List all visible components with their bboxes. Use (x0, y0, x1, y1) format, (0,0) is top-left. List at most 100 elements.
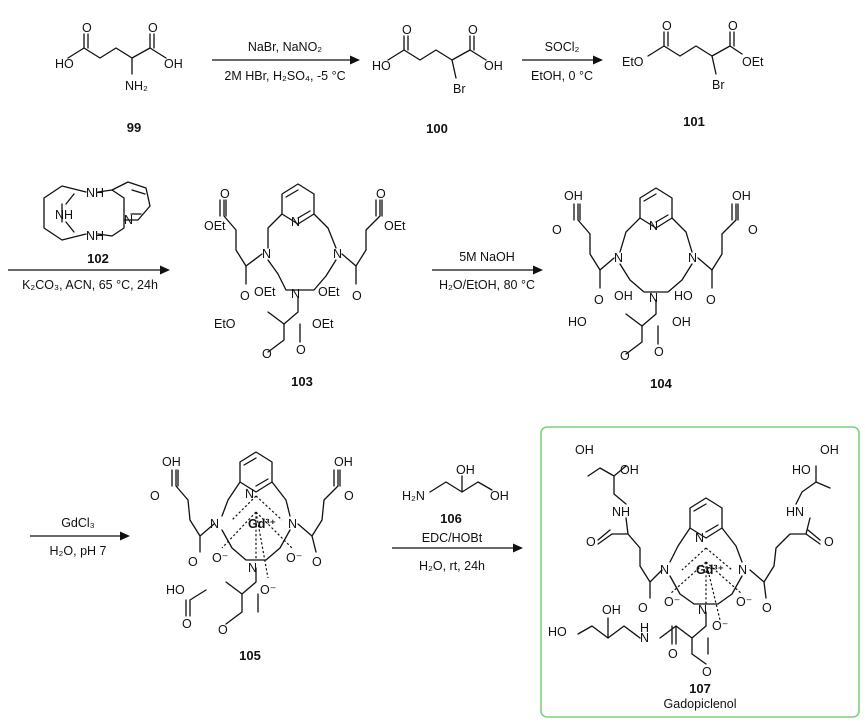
atom-o: O (728, 19, 738, 33)
atom-oh: OH (490, 489, 509, 503)
atom-oh: OH (164, 57, 183, 71)
atom-n: N (210, 517, 219, 531)
atom-ho: HO (792, 463, 811, 477)
atom-n: N (660, 563, 669, 577)
atom-oh: OH (820, 443, 839, 457)
reagents-step-2: SOCl₂ (545, 40, 580, 54)
atom-o: O (668, 647, 678, 661)
atom-o-minus: O⁻ (664, 595, 680, 609)
atom-ho: HO (166, 583, 185, 597)
compound-100: O O HO OH Br 100 (372, 23, 503, 136)
atom-o: O (402, 23, 412, 37)
atom-o: O (654, 345, 664, 359)
atom-oh: OH (456, 463, 475, 477)
atom-o-minus: O⁻ (260, 583, 276, 597)
atom-o: O (662, 19, 672, 33)
atom-o: O (376, 187, 386, 201)
atom-ho: HO (568, 315, 587, 329)
atom-n: N (649, 291, 658, 305)
atom-o: O (240, 289, 250, 303)
compound-107: N N N N Gd³⁺ OH OH NH O OH HO HN O O O⁻ … (548, 443, 839, 711)
product-highlight-box (540, 426, 860, 718)
reagents-step-4: 5M NaOH (459, 250, 515, 264)
atom-ho: HO (372, 59, 391, 73)
atom-n: N (640, 631, 649, 645)
atom-ho: HO (674, 289, 693, 303)
atom-nh2: NH₂ (125, 79, 148, 93)
compound-101: O O EtO OEt Br 101 (622, 19, 764, 129)
atom-o: O (82, 21, 92, 35)
atom-oet: OEt (312, 317, 334, 331)
conditions-step-6: H₂O, rt, 24h (419, 559, 485, 573)
atom-o-minus: O⁻ (712, 619, 728, 633)
atom-o: O (552, 223, 562, 237)
reaction-arrow-6: EDC/HOBt H₂O, rt, 24h (392, 531, 523, 573)
compound-103: N N N N O OEt O OEt O OEt O OEt EtO O OE… (204, 183, 406, 389)
conditions-step-4: H₂O/EtOH, 80 °C (439, 278, 535, 292)
atom-n: N (291, 287, 300, 301)
compound-104: N N N N OH O OH O O OH O HO HO O OH O 10… (552, 187, 758, 391)
atom-h: H (640, 621, 649, 635)
atom-n: N (614, 251, 623, 265)
atom-o: O (150, 489, 160, 503)
reaction-arrow-3: K₂CO₃, ACN, 65 °C, 24h (8, 265, 170, 292)
atom-oh: OH (620, 463, 639, 477)
compound-label-101: 101 (683, 114, 705, 129)
atom-eto: EtO (214, 317, 236, 331)
reaction-arrow-2: SOCl₂ EtOH, 0 °C (522, 40, 603, 83)
atom-oh: OH (575, 443, 594, 457)
atom-oh: OH (614, 289, 633, 303)
atom-oh: OH (672, 315, 691, 329)
atom-o: O (188, 555, 198, 569)
atom-oh: OH (334, 455, 353, 469)
atom-o-minus: O⁻ (286, 551, 302, 565)
compound-label-100: 100 (426, 121, 448, 136)
reaction-arrow-5: GdCl₃ H₂O, pH 7 (30, 516, 130, 558)
atom-oet: OEt (318, 285, 340, 299)
atom-oet: OEt (254, 285, 276, 299)
atom-o: O (218, 623, 228, 637)
compound-label-107: 107 (689, 681, 711, 696)
compound-102: NH NH NH N 102 (43, 181, 151, 266)
atom-o: O (352, 289, 362, 303)
compound-label-102: 102 (87, 251, 109, 266)
atom-n: N (291, 215, 300, 229)
atom-n: N (333, 247, 342, 261)
compound-label-99: 99 (127, 120, 141, 135)
atom-n: N (124, 213, 133, 227)
reagents-step-5: GdCl₃ (61, 516, 95, 530)
atom-oet: OEt (204, 219, 226, 233)
atom-o-minus: O⁻ (736, 595, 752, 609)
atom-o: O (344, 489, 354, 503)
compound-label-106: 106 (440, 511, 462, 526)
atom-oet: OEt (742, 55, 764, 69)
conditions-step-3: K₂CO₃, ACN, 65 °C, 24h (22, 278, 158, 292)
atom-oet: OEt (384, 219, 406, 233)
atom-o: O (824, 535, 834, 549)
atom-oh: OH (732, 189, 751, 203)
atom-oh: OH (484, 59, 503, 73)
atom-n: N (262, 247, 271, 261)
gadolinium-ion: Gd³⁺ (248, 517, 276, 531)
atom-o: O (594, 293, 604, 307)
atom-nh: NH (86, 229, 104, 243)
atom-n: N (695, 531, 704, 545)
atom-br: Br (712, 78, 725, 92)
atom-o: O (586, 535, 596, 549)
conditions-step-2: EtOH, 0 °C (531, 69, 593, 83)
atom-n: N (248, 561, 257, 575)
atom-n: N (698, 603, 707, 617)
atom-br: Br (453, 82, 466, 96)
atom-n: N (738, 563, 747, 577)
compound-name-107: Gadopiclenol (664, 697, 737, 711)
atom-o: O (762, 601, 772, 615)
atom-ho: HO (548, 625, 567, 639)
compound-99: O O HO OH NH₂ 99 (55, 21, 183, 135)
atom-o: O (706, 293, 716, 307)
atom-n: N (649, 219, 658, 233)
conditions-step-1: 2M HBr, H₂SO₄, -5 °C (224, 69, 345, 83)
atom-oh: OH (602, 603, 621, 617)
atom-n: N (288, 517, 297, 531)
atom-o: O (220, 187, 230, 201)
atom-o: O (620, 349, 630, 363)
